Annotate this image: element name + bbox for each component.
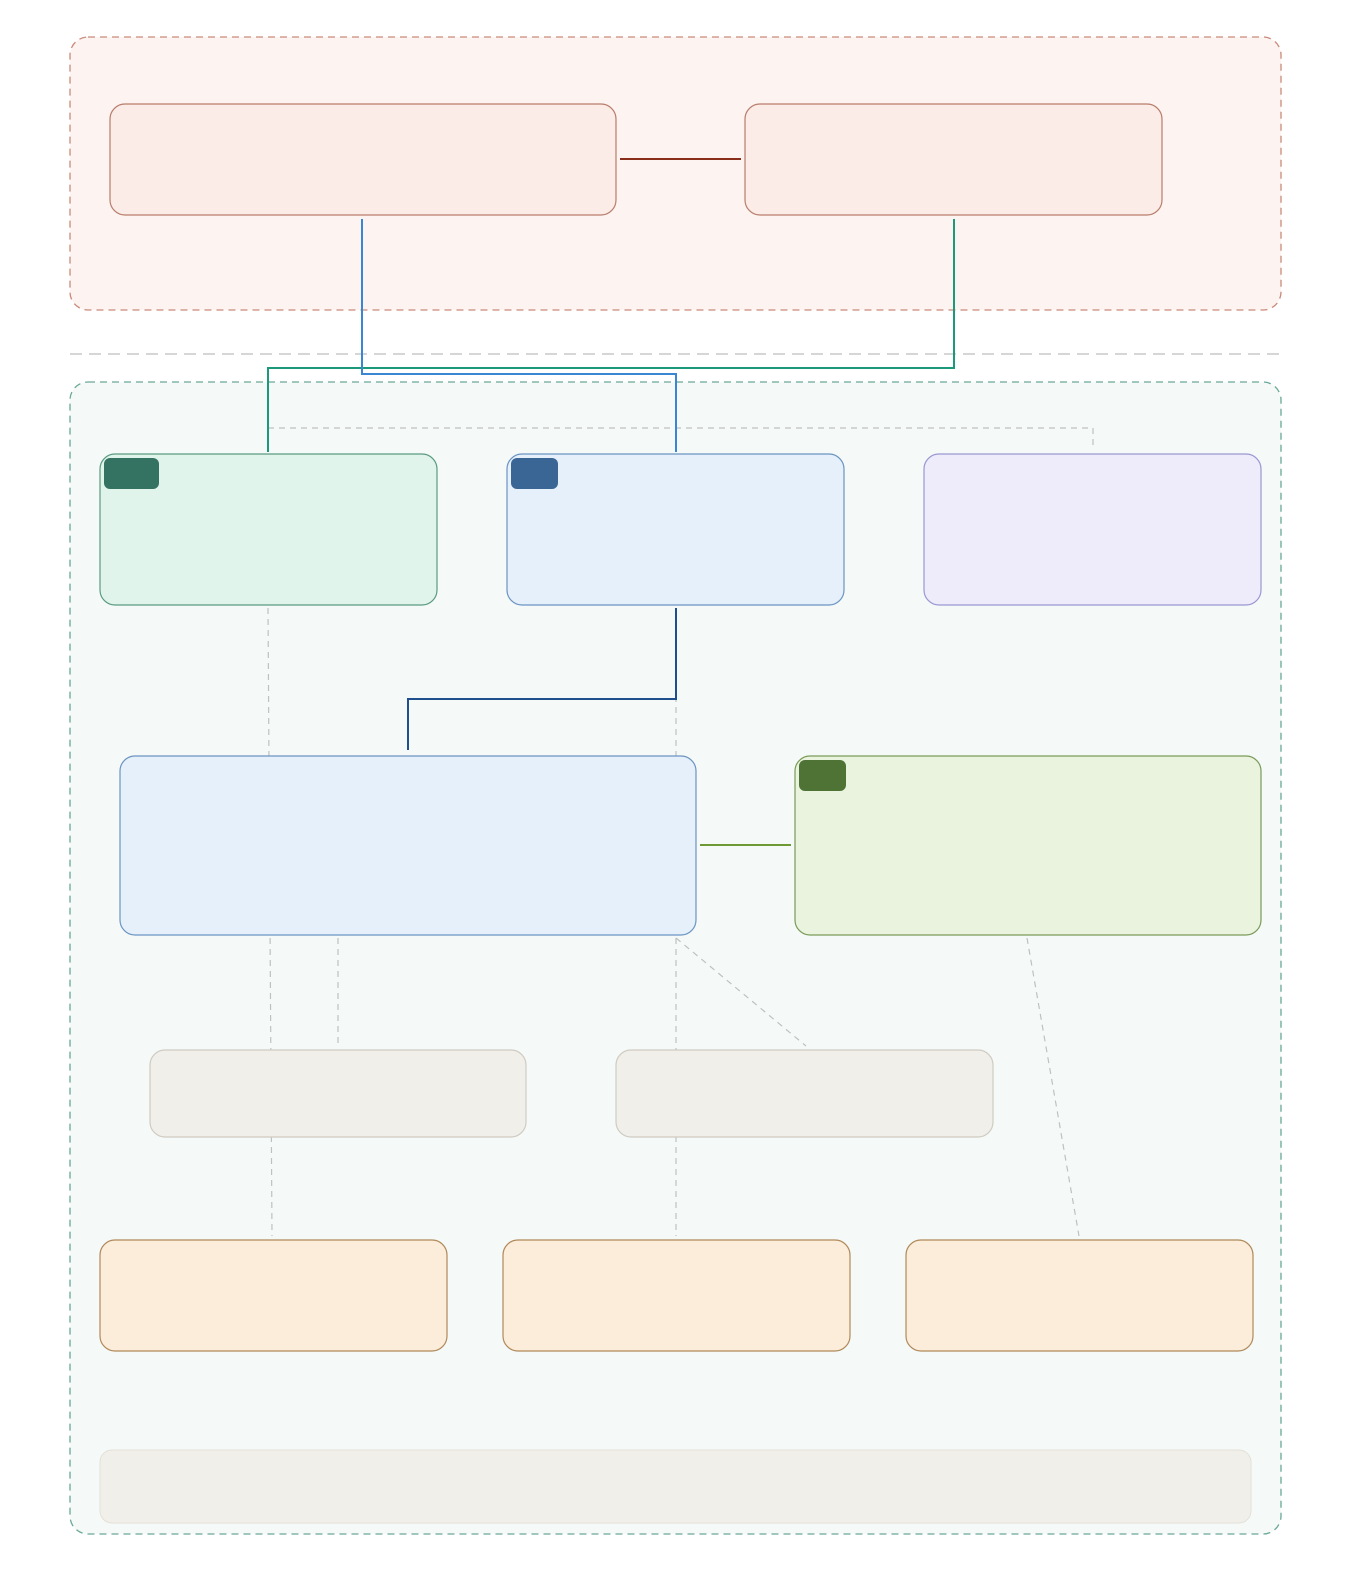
wide-blue-node	[119, 755, 697, 936]
orange-node-middle	[502, 1239, 851, 1352]
gray-node-left	[149, 1049, 527, 1138]
lime-node-badge	[799, 760, 846, 791]
purple-node	[923, 453, 1262, 606]
connector-top-left-to-blue-node	[361, 219, 677, 452]
top-left-node	[109, 103, 617, 216]
dashed-connector-top-branch	[268, 427, 1094, 448]
dashed-connector-green-to-orange-left	[267, 607, 273, 1237]
connector-top-right-to-green-node	[267, 219, 955, 452]
gray-node-right	[615, 1049, 994, 1138]
connector-blue-node-to-wide-blue-node	[407, 608, 677, 750]
orange-node-right	[905, 1239, 1254, 1352]
top-right-node	[744, 103, 1163, 216]
footer-bar	[99, 1449, 1252, 1524]
blue-node-badge	[511, 458, 558, 489]
green-node	[99, 453, 438, 606]
green-node-badge	[104, 458, 159, 489]
blue-node	[506, 453, 845, 606]
lime-node	[794, 755, 1262, 936]
orange-node-left	[99, 1239, 448, 1352]
